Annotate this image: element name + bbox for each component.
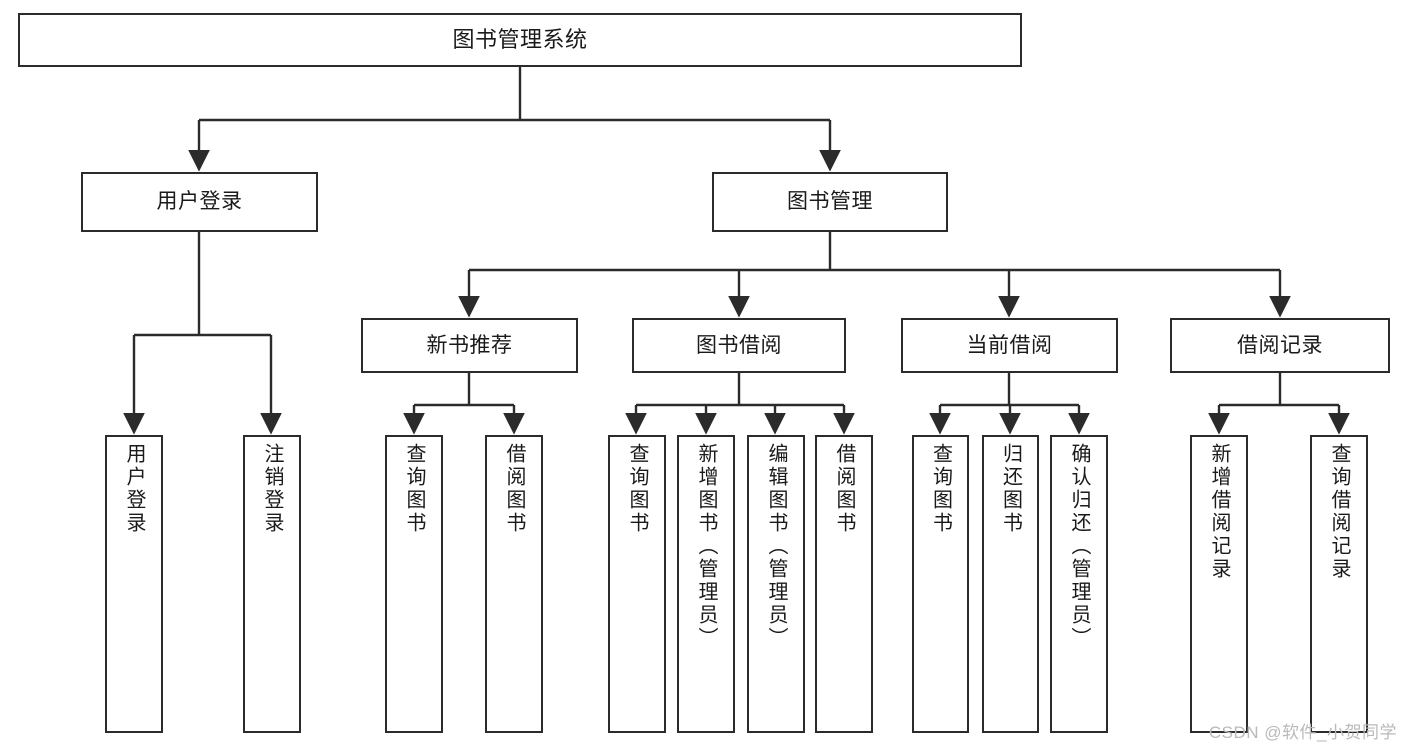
node-borrow-record[interactable]: 借阅记录 — [1170, 318, 1390, 373]
leaf-book-borrow-query-label: 查询图书 — [626, 443, 648, 535]
leaf-book-borrow-query[interactable]: 查询图书 — [608, 435, 666, 733]
leaf-current-borrow-confirm-return[interactable]: 确认归还（管理员） — [1050, 435, 1108, 733]
leaf-borrow-record-query[interactable]: 查询借阅记录 — [1310, 435, 1368, 733]
leaf-book-borrow-edit-label: 编辑图书（管理员） — [765, 443, 787, 650]
node-borrow-record-label: 借阅记录 — [1237, 333, 1323, 357]
node-root-system[interactable]: 图书管理系统 — [18, 13, 1022, 67]
leaf-book-borrow-borrow-label: 借阅图书 — [833, 443, 855, 535]
node-user-login-label: 用户登录 — [156, 190, 243, 214]
leaf-current-borrow-confirm-return-label: 确认归还（管理员） — [1068, 443, 1090, 650]
leaf-user-login-login[interactable]: 用户登录 — [105, 435, 163, 733]
leaf-new-book-query[interactable]: 查询图书 — [385, 435, 443, 733]
watermark-text: CSDN @软件_小贺同学 — [1208, 723, 1397, 742]
node-root-system-label: 图书管理系统 — [452, 26, 588, 52]
node-new-book-recommend[interactable]: 新书推荐 — [361, 318, 578, 373]
node-book-borrow[interactable]: 图书借阅 — [632, 318, 846, 373]
node-book-borrow-label: 图书借阅 — [696, 333, 782, 357]
leaf-book-borrow-add[interactable]: 新增图书（管理员） — [677, 435, 735, 733]
node-current-borrow[interactable]: 当前借阅 — [901, 318, 1118, 373]
leaf-user-login-logout-label: 注销登录 — [261, 443, 283, 535]
leaf-borrow-record-add[interactable]: 新增借阅记录 — [1190, 435, 1248, 733]
node-user-login[interactable]: 用户登录 — [81, 172, 318, 232]
leaf-current-borrow-query[interactable]: 查询图书 — [912, 435, 969, 733]
leaf-new-book-borrow-label: 借阅图书 — [503, 443, 525, 535]
leaf-book-borrow-edit[interactable]: 编辑图书（管理员） — [747, 435, 805, 733]
leaf-new-book-borrow[interactable]: 借阅图书 — [485, 435, 543, 733]
node-book-management[interactable]: 图书管理 — [712, 172, 948, 232]
leaf-borrow-record-add-label: 新增借阅记录 — [1208, 443, 1230, 581]
leaf-current-borrow-return-label: 归还图书 — [999, 443, 1022, 535]
leaf-user-login-login-label: 用户登录 — [123, 443, 145, 535]
node-new-book-recommend-label: 新书推荐 — [426, 333, 513, 357]
leaf-current-borrow-return[interactable]: 归还图书 — [982, 435, 1039, 733]
leaf-user-login-logout[interactable]: 注销登录 — [243, 435, 301, 733]
node-book-management-label: 图书管理 — [787, 190, 873, 214]
node-current-borrow-label: 当前借阅 — [966, 333, 1053, 357]
leaf-book-borrow-add-label: 新增图书（管理员） — [695, 443, 717, 650]
leaf-current-borrow-query-label: 查询图书 — [929, 443, 952, 535]
leaf-new-book-query-label: 查询图书 — [403, 443, 425, 535]
leaf-book-borrow-borrow[interactable]: 借阅图书 — [815, 435, 873, 733]
leaf-borrow-record-query-label: 查询借阅记录 — [1328, 443, 1350, 581]
